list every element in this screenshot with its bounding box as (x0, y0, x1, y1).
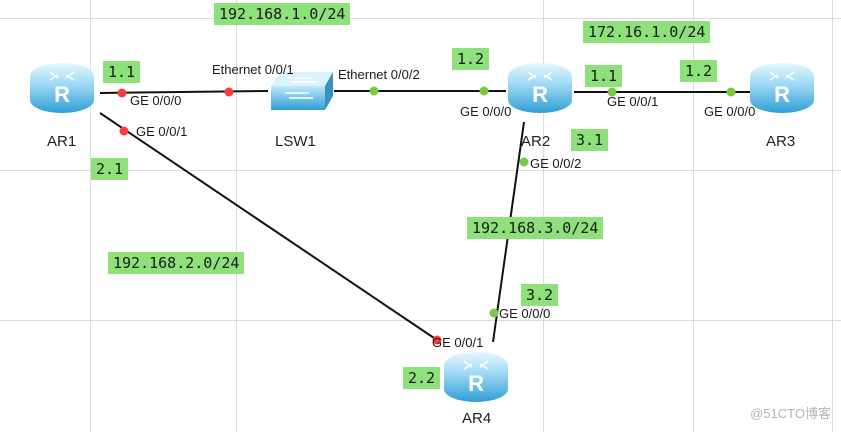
port-indicator (432, 335, 442, 345)
grid-line (0, 18, 841, 19)
grid-line (693, 0, 694, 432)
grid-line (90, 0, 91, 432)
interface-label: Ethernet 0/0/1 (212, 62, 294, 77)
network-label: 192.168.2.0/24 (108, 252, 245, 274)
host-id-label: 3.1 (571, 129, 609, 151)
network-label: 172.16.1.0/24 (583, 21, 711, 43)
port-indicator (519, 157, 529, 167)
port-indicator (726, 87, 736, 97)
host-id-label: 1.2 (680, 60, 718, 82)
network-label: 192.168.3.0/24 (467, 217, 604, 239)
host-id-label: 1.1 (103, 61, 141, 83)
interface-label: GE 0/0/0 (704, 104, 756, 119)
grid-line (543, 0, 544, 432)
interface-label: GE 0/0/0 (460, 104, 512, 119)
device-label-ar2: AR2 (521, 133, 551, 150)
host-id-label: 1.2 (452, 48, 490, 70)
watermark: @51CTO博客 (750, 406, 831, 421)
router-icon[interactable] (507, 62, 573, 114)
port-indicator (117, 88, 127, 98)
host-id-label: 2.2 (403, 367, 441, 389)
router-icon[interactable] (749, 62, 815, 114)
grid-line (236, 0, 237, 432)
port-indicator (489, 308, 499, 318)
interface-label: GE 0/0/0 (499, 306, 551, 321)
interface-label: GE 0/0/1 (136, 124, 188, 139)
link-ar1-lsw1[interactable] (99, 90, 269, 94)
switch-icon[interactable] (271, 72, 333, 110)
host-id-label: 2.1 (91, 158, 129, 180)
device-label-ar4: AR4 (462, 410, 492, 427)
port-indicator (119, 126, 129, 136)
device-label-lsw1: LSW1 (275, 133, 316, 150)
port-indicator (479, 86, 489, 96)
host-id-label: 1.1 (585, 65, 623, 87)
interface-label: GE 0/0/0 (130, 93, 182, 108)
grid-line (832, 0, 833, 432)
interface-label: GE 0/0/2 (530, 156, 582, 171)
port-indicator (224, 87, 234, 97)
port-indicator (369, 86, 379, 96)
grid-line (0, 320, 841, 321)
port-indicator (607, 87, 617, 97)
network-label: 192.168.1.0/24 (214, 3, 351, 25)
grid-line (0, 170, 841, 171)
interface-label: GE 0/0/1 (607, 94, 659, 109)
link-ar1-ar4[interactable] (99, 112, 438, 341)
router-icon[interactable] (29, 62, 95, 114)
interface-label: GE 0/0/1 (432, 335, 484, 350)
host-id-label: 3.2 (521, 284, 559, 306)
device-label-ar1: AR1 (47, 133, 77, 150)
interface-label: Ethernet 0/0/2 (338, 67, 420, 82)
device-label-ar3: AR3 (766, 133, 796, 150)
router-icon[interactable] (443, 351, 509, 403)
